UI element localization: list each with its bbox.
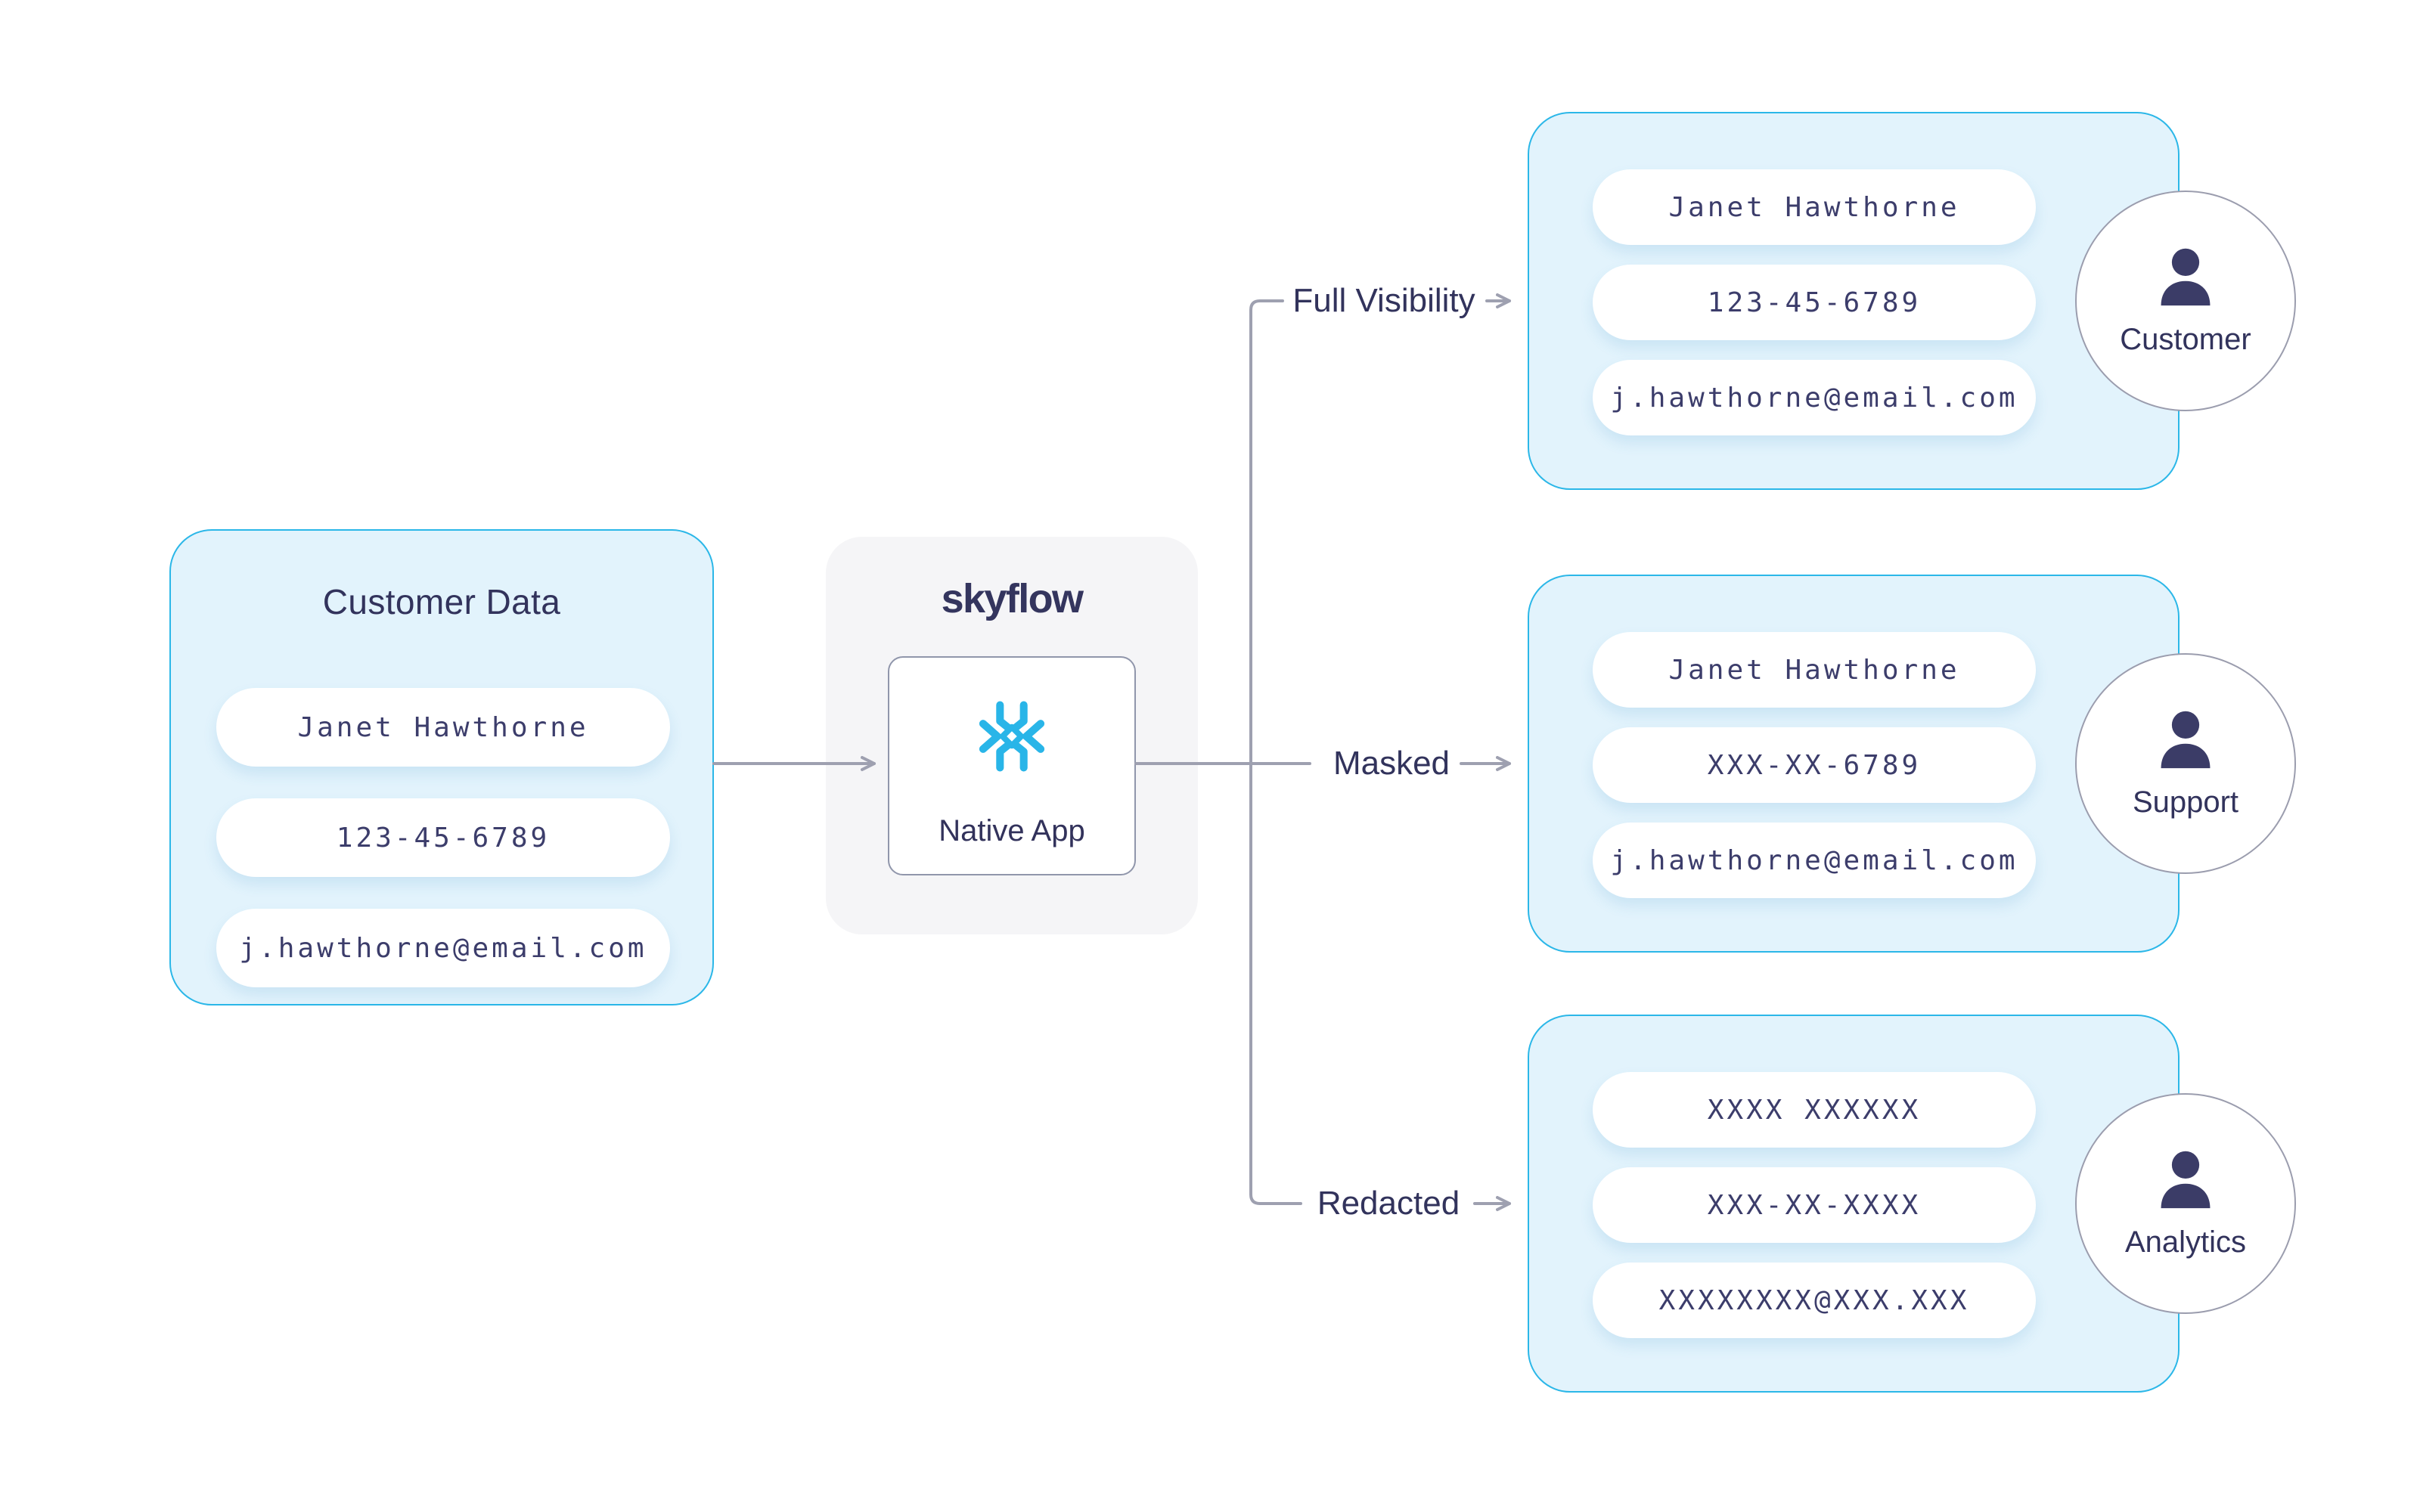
dest-pill-ssn: 123-45-6789 [1593, 265, 2036, 340]
dest-pill-name: XXXX XXXXXX [1593, 1072, 2036, 1148]
dest-pill-name: Janet Hawthorne [1593, 169, 2036, 245]
branch-trunk-line [1249, 299, 1302, 1205]
processor-box: skyflow Native App [826, 537, 1198, 934]
actor-circle-analytics: Analytics [2075, 1093, 2296, 1314]
dest-box-masked: Janet Hawthorne XXX-XX-6789 j.hawthorne@… [1528, 575, 2180, 953]
actor-label: Analytics [2124, 1225, 2247, 1259]
dest-pill-ssn: XXX-XX-XXXX [1593, 1167, 2036, 1243]
dest-box-full-visibility: Janet Hawthorne 123-45-6789 j.hawthorne@… [1528, 112, 2180, 490]
dest-pill-ssn: XXX-XX-6789 [1593, 727, 2036, 803]
dest-pill-email: XXXXXXXX@XXX.XXX [1593, 1263, 2036, 1338]
person-icon [2151, 244, 2220, 315]
branch-label-full-visibility: Full Visibility [1292, 281, 1475, 319]
source-box-title: Customer Data [322, 582, 561, 621]
actor-label: Customer [2120, 323, 2251, 356]
dest-box-redacted: XXXX XXXXXX XXX-XX-XXXX XXXXXXXX@XXX.XXX [1528, 1015, 2180, 1393]
actor-circle-customer: Customer [2075, 191, 2296, 411]
source-pill-ssn: 123-45-6789 [216, 798, 670, 877]
dest-pill-name: Janet Hawthorne [1593, 632, 2036, 708]
snowflake-icon [970, 694, 1054, 786]
dest-pill-email: j.hawthorne@email.com [1593, 360, 2036, 435]
source-pill-name: Janet Hawthorne [216, 688, 670, 767]
branch-label-masked: Masked [1333, 744, 1450, 782]
actor-circle-support: Support [2075, 653, 2296, 874]
skyflow-wordmark: skyflow [941, 576, 1084, 621]
actor-label: Support [2132, 785, 2239, 819]
person-icon [2151, 707, 2220, 778]
native-app-box: Native App [888, 656, 1136, 875]
source-pill-email: j.hawthorne@email.com [216, 909, 670, 987]
dest-pill-email: j.hawthorne@email.com [1593, 823, 2036, 898]
source-box: Customer Data Janet Hawthorne 123-45-678… [169, 529, 714, 1005]
branch-label-redacted: Redacted [1317, 1184, 1460, 1222]
person-icon [2151, 1147, 2220, 1218]
native-app-label: Native App [939, 815, 1085, 848]
